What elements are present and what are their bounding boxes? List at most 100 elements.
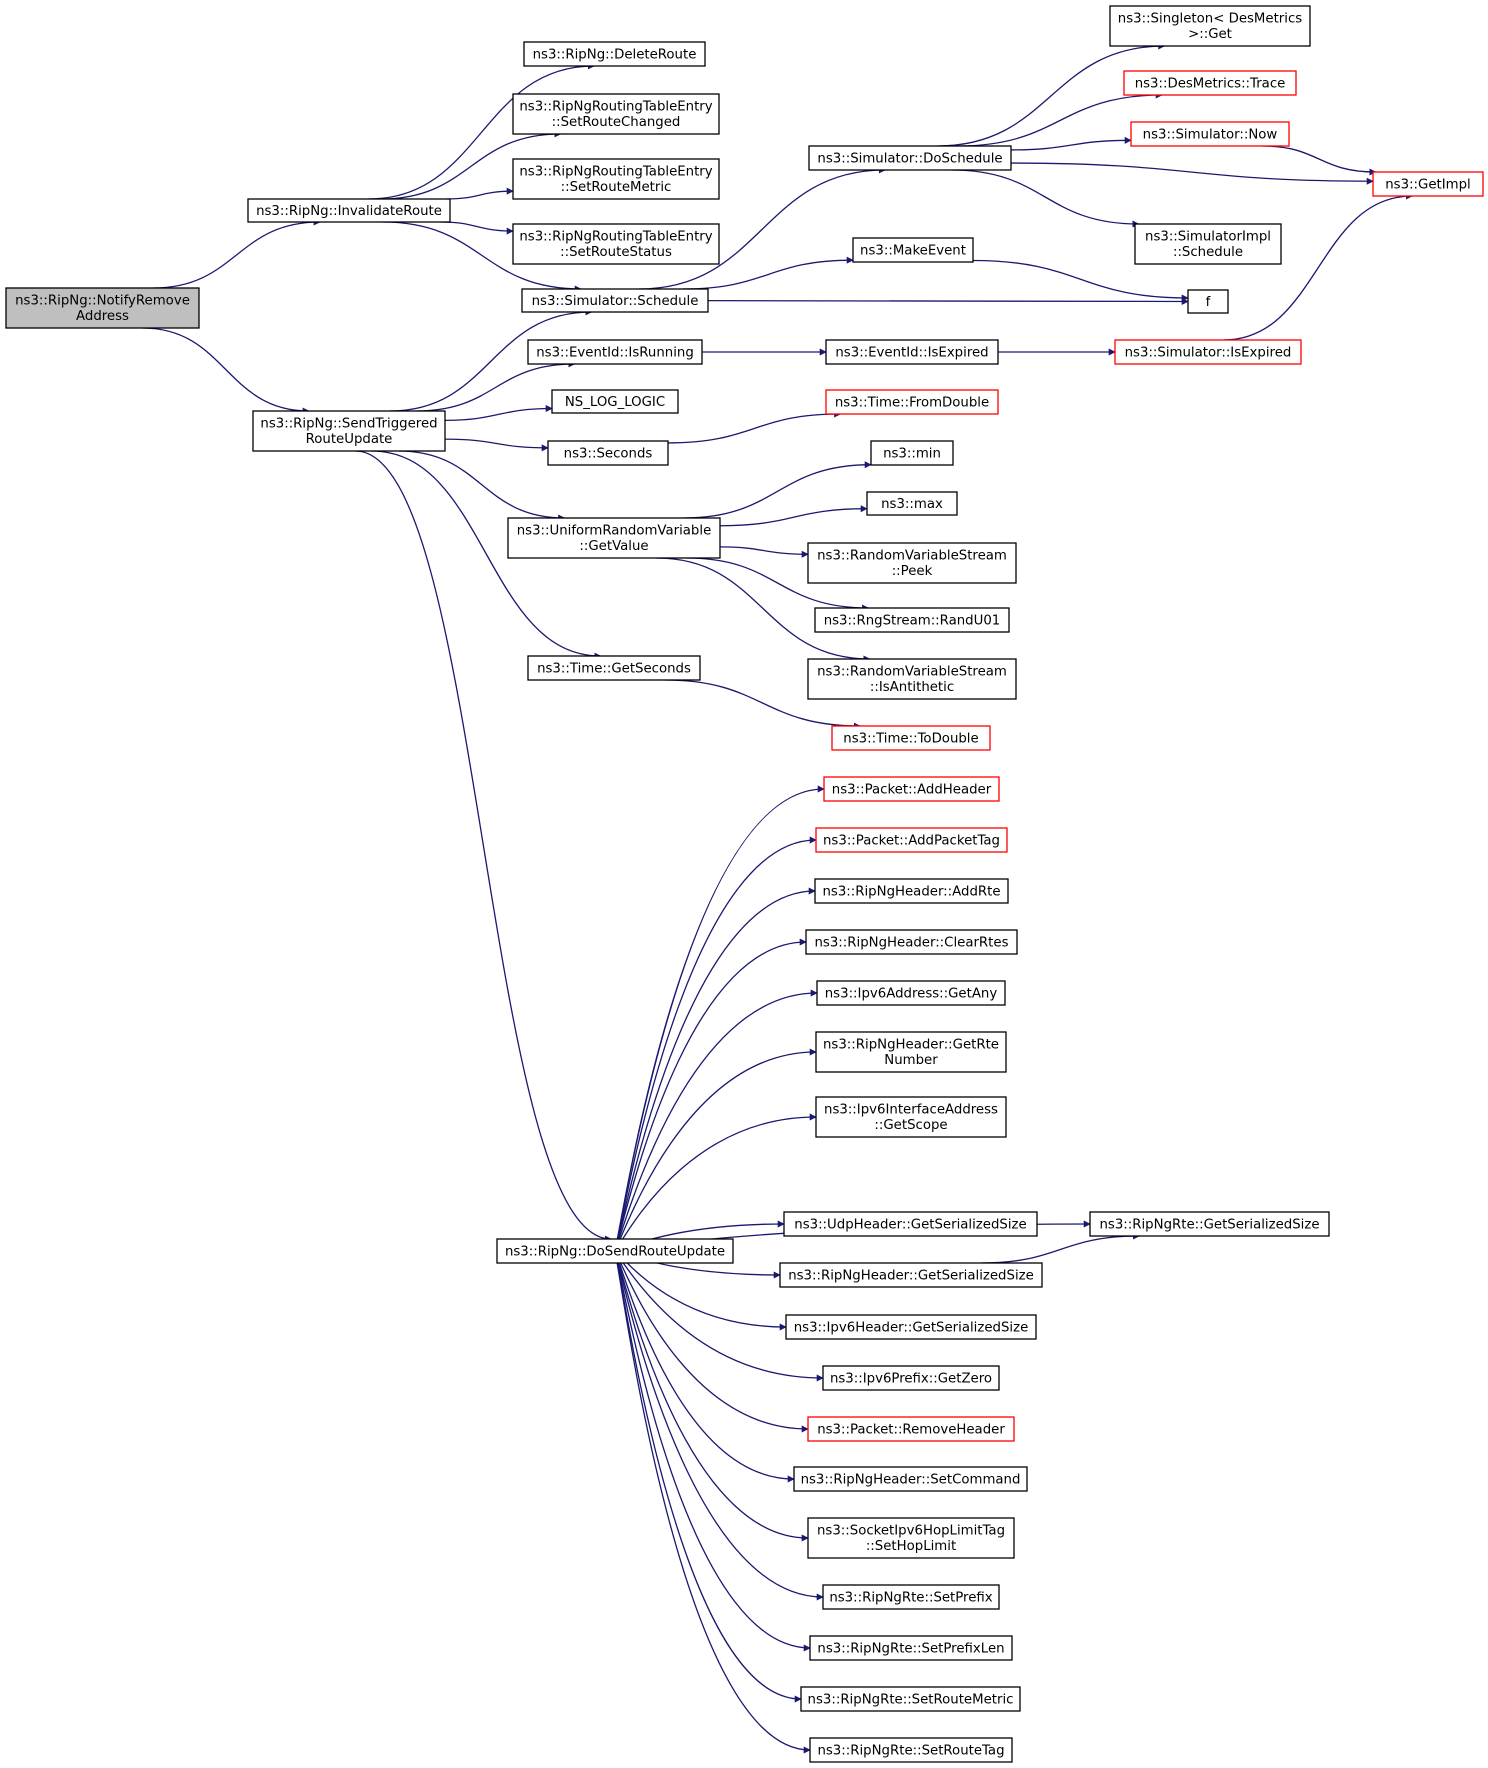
node-setroutetag[interactable]: ns3::RipNgRte::SetRouteTag xyxy=(809,1737,1013,1763)
node-setcommand[interactable]: ns3::RipNgHeader::SetCommand xyxy=(793,1466,1028,1492)
node-label: ::Schedule xyxy=(1173,245,1243,260)
node-label: ns3::RipNg::DeleteRoute xyxy=(533,47,697,62)
node-setchanged[interactable]: ns3::RipNgRoutingTableEntry::SetRouteCha… xyxy=(512,93,720,135)
edge-root-to-invalidate xyxy=(153,218,321,289)
edge-dosend-to-removeheader xyxy=(614,1250,809,1433)
node-label: ns3::Time::ToDouble xyxy=(843,731,978,746)
node-label: ns3::SocketIpv6HopLimitTag xyxy=(817,1524,1005,1539)
node-fromdouble[interactable]: ns3::Time::FromDouble xyxy=(825,389,999,415)
node-simimplsched[interactable]: ns3::SimulatorImpl::Schedule xyxy=(1134,223,1282,265)
edge-dosend-to-getrtenum xyxy=(614,1048,817,1252)
edge-urvget-to-max xyxy=(719,505,868,527)
node-clearrtes[interactable]: ns3::RipNgHeader::ClearRtes xyxy=(805,929,1018,955)
node-label: ::GetScope xyxy=(874,1118,947,1133)
node-label: ns3::RngStream::RandU01 xyxy=(824,613,1001,628)
node-ripnghdrsize[interactable]: ns3::RipNgHeader::GetSerializedSize xyxy=(779,1262,1043,1288)
edge-sendtrig-to-urvget xyxy=(398,450,566,522)
node-label: ns3::SimulatorImpl xyxy=(1145,230,1271,245)
node-box xyxy=(527,339,703,365)
node-setroutemetric[interactable]: ns3::RipNgRte::SetRouteMetric xyxy=(800,1686,1021,1712)
node-box xyxy=(866,491,958,516)
node-box xyxy=(822,1584,1000,1610)
node-getscope[interactable]: ns3::Ipv6InterfaceAddress::GetScope xyxy=(815,1096,1007,1138)
node-getzero[interactable]: ns3::Ipv6Prefix::GetZero xyxy=(822,1365,1000,1391)
node-box xyxy=(814,607,1010,633)
node-getany[interactable]: ns3::Ipv6Address::GetAny xyxy=(816,980,1006,1006)
node-box xyxy=(1109,5,1311,47)
node-invalidate[interactable]: ns3::RipNg::InvalidateRoute xyxy=(247,198,451,223)
node-label: ns3::RipNgRte::GetSerializedSize xyxy=(1099,1217,1319,1232)
node-label: ns3::RipNgRte::SetRouteMetric xyxy=(808,1692,1014,1707)
node-now[interactable]: ns3::Simulator::Now xyxy=(1130,121,1290,147)
node-setprefix[interactable]: ns3::RipNgRte::SetPrefix xyxy=(822,1584,1000,1610)
node-box xyxy=(523,41,706,67)
node-isexpired[interactable]: ns3::EventId::IsExpired xyxy=(825,339,999,365)
node-addheader[interactable]: ns3::Packet::AddHeader xyxy=(823,776,1000,802)
node-f[interactable]: f xyxy=(1187,289,1229,314)
node-box xyxy=(1372,171,1484,197)
node-singleton[interactable]: ns3::Singleton< DesMetrics>::Get xyxy=(1109,5,1311,47)
node-todouble[interactable]: ns3::Time::ToDouble xyxy=(831,725,991,751)
node-label: ::SetRouteMetric xyxy=(561,180,672,195)
node-udpsize[interactable]: ns3::UdpHeader::GetSerializedSize xyxy=(783,1211,1038,1237)
edge-schedule-to-doschedule xyxy=(638,166,886,290)
node-label: ::SetHopLimit xyxy=(866,1539,956,1554)
node-urvget[interactable]: ns3::UniformRandomVariable::GetValue xyxy=(507,517,721,559)
node-trace[interactable]: ns3::DesMetrics::Trace xyxy=(1123,70,1297,96)
node-box xyxy=(815,1031,1007,1073)
node-label: ::GetValue xyxy=(579,539,648,554)
node-max[interactable]: ns3::max xyxy=(866,491,958,516)
node-box xyxy=(800,1686,1021,1712)
node-makeevent[interactable]: ns3::MakeEvent xyxy=(852,237,974,263)
node-nslog[interactable]: NS_LOG_LOGIC xyxy=(551,389,679,414)
node-box xyxy=(1134,223,1282,265)
node-sethoplimit[interactable]: ns3::SocketIpv6HopLimitTag::SetHopLimit xyxy=(807,1517,1015,1559)
node-label: NS_LOG_LOGIC xyxy=(565,395,665,410)
node-deleteroute[interactable]: ns3::RipNg::DeleteRoute xyxy=(523,41,706,67)
node-label: ns3::UdpHeader::GetSerializedSize xyxy=(794,1217,1026,1232)
node-isrunning[interactable]: ns3::EventId::IsRunning xyxy=(527,339,703,365)
node-label: ns3::RandomVariableStream xyxy=(817,549,1007,564)
edge-dosend-to-setcommand xyxy=(614,1250,795,1483)
edge-root-to-sendtrig xyxy=(142,327,310,415)
edge-urvget-to-randu01 xyxy=(686,557,870,612)
node-setprefixlen[interactable]: ns3::RipNgRte::SetPrefixLen xyxy=(809,1635,1013,1661)
node-label: ::SetRouteChanged xyxy=(552,115,681,130)
node-schedule[interactable]: ns3::Simulator::Schedule xyxy=(521,288,709,313)
node-label: ::Peek xyxy=(892,564,933,579)
node-randu01[interactable]: ns3::RngStream::RandU01 xyxy=(814,607,1010,633)
node-setmetric[interactable]: ns3::RipNgRoutingTableEntry::SetRouteMet… xyxy=(512,158,720,200)
node-min[interactable]: ns3::min xyxy=(870,440,954,466)
node-box xyxy=(521,288,709,313)
node-label: ns3::UniformRandomVariable xyxy=(517,524,712,539)
node-addrte[interactable]: ns3::RipNgHeader::AddRte xyxy=(814,878,1009,904)
node-box xyxy=(793,1466,1028,1492)
node-label: RouteUpdate xyxy=(306,432,393,447)
edge-dosend-to-clearrtes xyxy=(614,938,807,1252)
node-dosend[interactable]: ns3::RipNg::DoSendRouteUpdate xyxy=(496,1238,734,1264)
node-getimpl[interactable]: ns3::GetImpl xyxy=(1372,171,1484,197)
node-box xyxy=(825,389,999,415)
node-simisexpired[interactable]: ns3::Simulator::IsExpired xyxy=(1114,339,1302,365)
node-getseconds[interactable]: ns3::Time::GetSeconds xyxy=(527,655,701,681)
node-label: ns3::Time::GetSeconds xyxy=(537,661,691,676)
node-setstatus[interactable]: ns3::RipNgRoutingTableEntry::SetRouteSta… xyxy=(512,223,720,265)
node-peek[interactable]: ns3::RandomVariableStream::Peek xyxy=(807,542,1017,584)
node-addpackettag[interactable]: ns3::Packet::AddPacketTag xyxy=(815,827,1008,853)
node-box xyxy=(852,237,974,263)
edge-doschedule-to-now xyxy=(1010,136,1132,151)
node-box xyxy=(507,517,721,559)
node-box xyxy=(815,1096,1007,1138)
node-ripngrtesize[interactable]: ns3::RipNgRte::GetSerializedSize xyxy=(1089,1211,1330,1237)
node-ipv6hdrsize[interactable]: ns3::Ipv6Header::GetSerializedSize xyxy=(785,1314,1037,1340)
node-isanti[interactable]: ns3::RandomVariableStream::IsAntithetic xyxy=(807,658,1017,700)
node-box xyxy=(252,410,446,452)
edge-sendtrig-to-nslog xyxy=(444,404,553,422)
node-removeheader[interactable]: ns3::Packet::RemoveHeader xyxy=(807,1416,1015,1442)
edge-dosend-to-addpackettag xyxy=(614,836,817,1252)
node-seconds[interactable]: ns3::Seconds xyxy=(547,440,669,466)
node-doschedule[interactable]: ns3::Simulator::DoSchedule xyxy=(808,145,1012,171)
